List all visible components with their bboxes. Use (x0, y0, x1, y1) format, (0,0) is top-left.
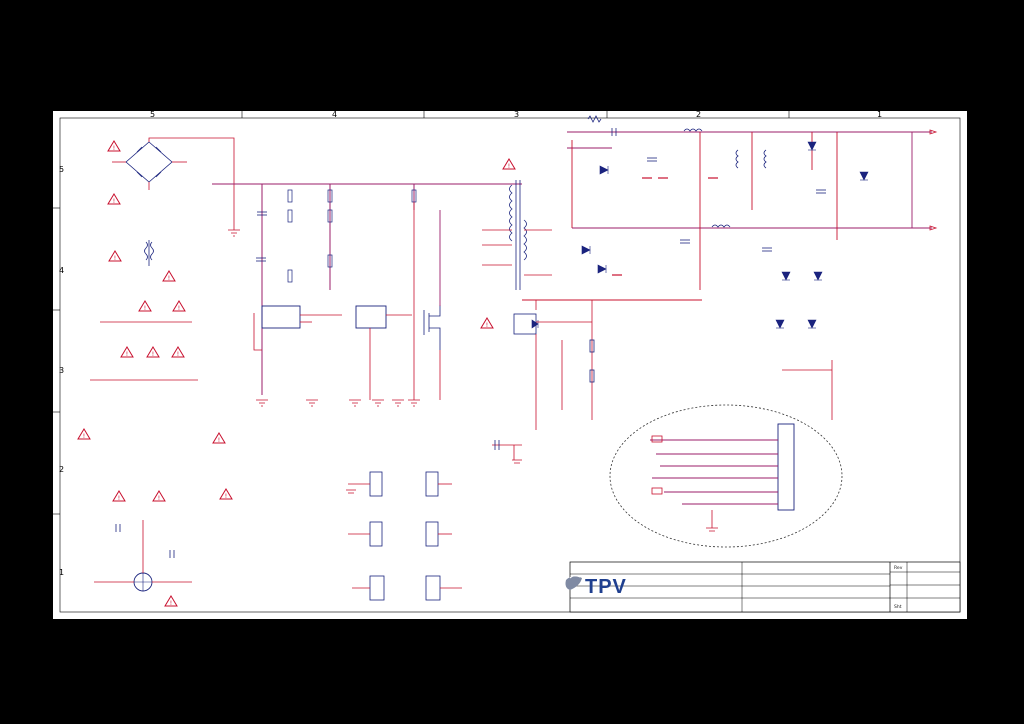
bridge-rectifier (125, 141, 173, 183)
warning-icon (212, 432, 226, 444)
cap-pair (115, 524, 175, 558)
schematic-sheet: ! 5 4 3 2 1 5 4 3 2 1 (52, 110, 968, 620)
connector-block-1 (369, 471, 441, 601)
warning-icon (502, 158, 516, 170)
tpv-logo (565, 575, 582, 590)
warning-icon (219, 488, 233, 500)
warning-icon (164, 595, 178, 607)
warning-icon (112, 490, 126, 502)
zone-ticks (52, 110, 790, 515)
col-label-1: 1 (877, 110, 882, 119)
hv-bus (212, 183, 522, 395)
feedback-caps (494, 440, 500, 450)
ac-inlet (94, 520, 192, 592)
red-markers (612, 177, 718, 276)
pwm-controller-ic (253, 305, 342, 351)
inductors (587, 115, 767, 228)
zoom-callout (609, 404, 843, 548)
warning-icon (108, 250, 122, 262)
feedback-network (492, 300, 833, 460)
row-label-1: 1 (59, 568, 64, 577)
resistor-column (287, 189, 417, 283)
ic-2 (355, 305, 412, 400)
col-label-5: 5 (150, 110, 155, 119)
output-caps (611, 128, 826, 252)
frame-outer (52, 110, 968, 620)
frame-inner (59, 117, 961, 613)
warning-icon (152, 490, 166, 502)
row-label-4: 4 (59, 266, 64, 275)
title-block (569, 561, 961, 613)
row-label-5: 5 (59, 165, 64, 174)
warning-icon (162, 270, 176, 282)
warning-icon (138, 300, 152, 312)
output-connectors (929, 129, 938, 231)
warning-icon (120, 346, 134, 358)
ground-symbols (228, 229, 522, 494)
col-label-2: 2 (696, 110, 701, 119)
warning-icon (107, 140, 121, 152)
mosfet-switch (423, 305, 441, 350)
schematic-drawing: ! 5 4 3 2 1 5 4 3 2 1 (52, 110, 968, 620)
sheet-label: Sht (894, 604, 902, 610)
connector-wires (348, 483, 462, 589)
optocoupler (513, 300, 592, 430)
diode-row (531, 141, 869, 329)
tpv-logo-text: TPV (585, 576, 627, 598)
warning-icon (77, 428, 91, 440)
secondary-rail (522, 131, 932, 301)
rev-label: Rev (894, 565, 903, 571)
line-filter (144, 240, 154, 266)
warning-icon (480, 317, 494, 329)
row-label-2: 2 (59, 465, 64, 474)
warning-icon (171, 346, 185, 358)
transformer (482, 180, 552, 290)
col-label-4: 4 (332, 110, 337, 119)
warning-icon (172, 300, 186, 312)
col-label-3: 3 (514, 110, 519, 119)
small-caps (256, 211, 267, 262)
row-label-3: 3 (59, 366, 64, 375)
warning-icon (107, 193, 121, 205)
warning-icon (146, 346, 160, 358)
